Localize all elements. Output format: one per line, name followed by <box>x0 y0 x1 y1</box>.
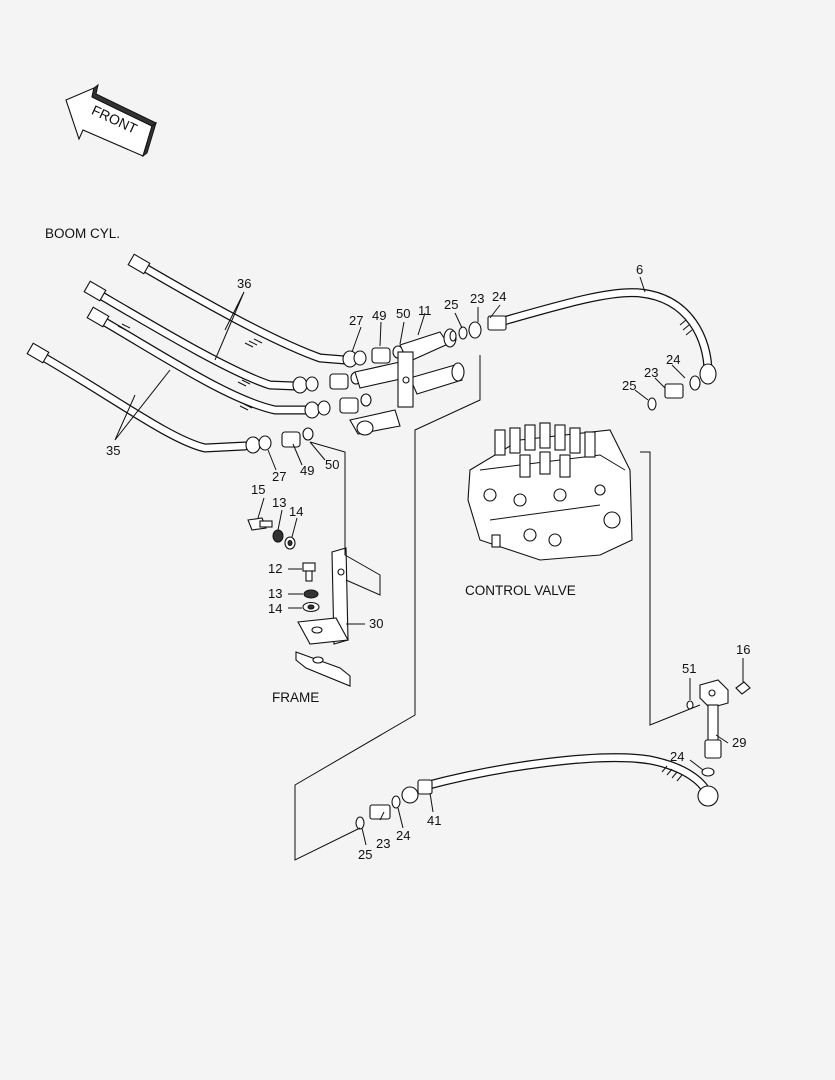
callout-24a: 24 <box>492 289 506 304</box>
hose-6 <box>449 288 717 411</box>
callout-13a: 13 <box>272 495 286 510</box>
hose-fittings <box>245 345 404 454</box>
frame-caption: FRAME <box>272 690 319 705</box>
callout-25c: 25 <box>358 847 372 862</box>
callout-50a: 50 <box>396 306 410 321</box>
callout-14b: 14 <box>268 601 282 616</box>
callout-13b: 13 <box>268 586 282 601</box>
hose-41 <box>355 753 719 830</box>
callout-35: 35 <box>106 443 120 458</box>
callout-41: 41 <box>427 813 441 828</box>
callout-30: 30 <box>369 616 383 631</box>
callout-23c: 23 <box>376 836 390 851</box>
callout-12: 12 <box>268 561 282 576</box>
callout-29: 29 <box>732 735 746 750</box>
boom-cyl-caption: BOOM CYL. <box>45 226 120 241</box>
front-arrow-icon: FRONT <box>65 83 157 158</box>
elbow-block-29 <box>686 679 751 777</box>
callout-11: 11 <box>418 303 432 318</box>
callout-36: 36 <box>237 276 251 291</box>
bracket-30 <box>295 547 351 687</box>
callout-25a: 25 <box>444 297 458 312</box>
callout-24d: 24 <box>396 828 410 843</box>
callout-25b: 25 <box>622 378 636 393</box>
callouts: 36 35 6 27 49 50 11 25 23 24 24 23 25 27… <box>106 262 750 862</box>
callout-27a: 27 <box>349 313 363 328</box>
leader-lines <box>114 276 744 861</box>
callout-27b: 27 <box>272 469 286 484</box>
callout-51: 51 <box>682 661 696 676</box>
bolts-washers <box>247 517 320 613</box>
boom-hoses <box>26 253 350 453</box>
callout-14a: 14 <box>289 504 303 519</box>
callout-6: 6 <box>636 262 643 277</box>
control-valve-caption: CONTROL VALVE <box>465 583 576 598</box>
callout-49a: 49 <box>372 308 386 323</box>
callout-24b: 24 <box>666 352 680 367</box>
callout-50b: 50 <box>325 457 339 472</box>
callout-23b: 23 <box>644 365 658 380</box>
callout-15: 15 <box>251 482 265 497</box>
control-valve <box>467 422 633 561</box>
callout-16: 16 <box>736 642 750 657</box>
pipe-block-11 <box>349 328 465 436</box>
callout-49b: 49 <box>300 463 314 478</box>
callout-23a: 23 <box>470 291 484 306</box>
callout-24c: 24 <box>670 749 684 764</box>
